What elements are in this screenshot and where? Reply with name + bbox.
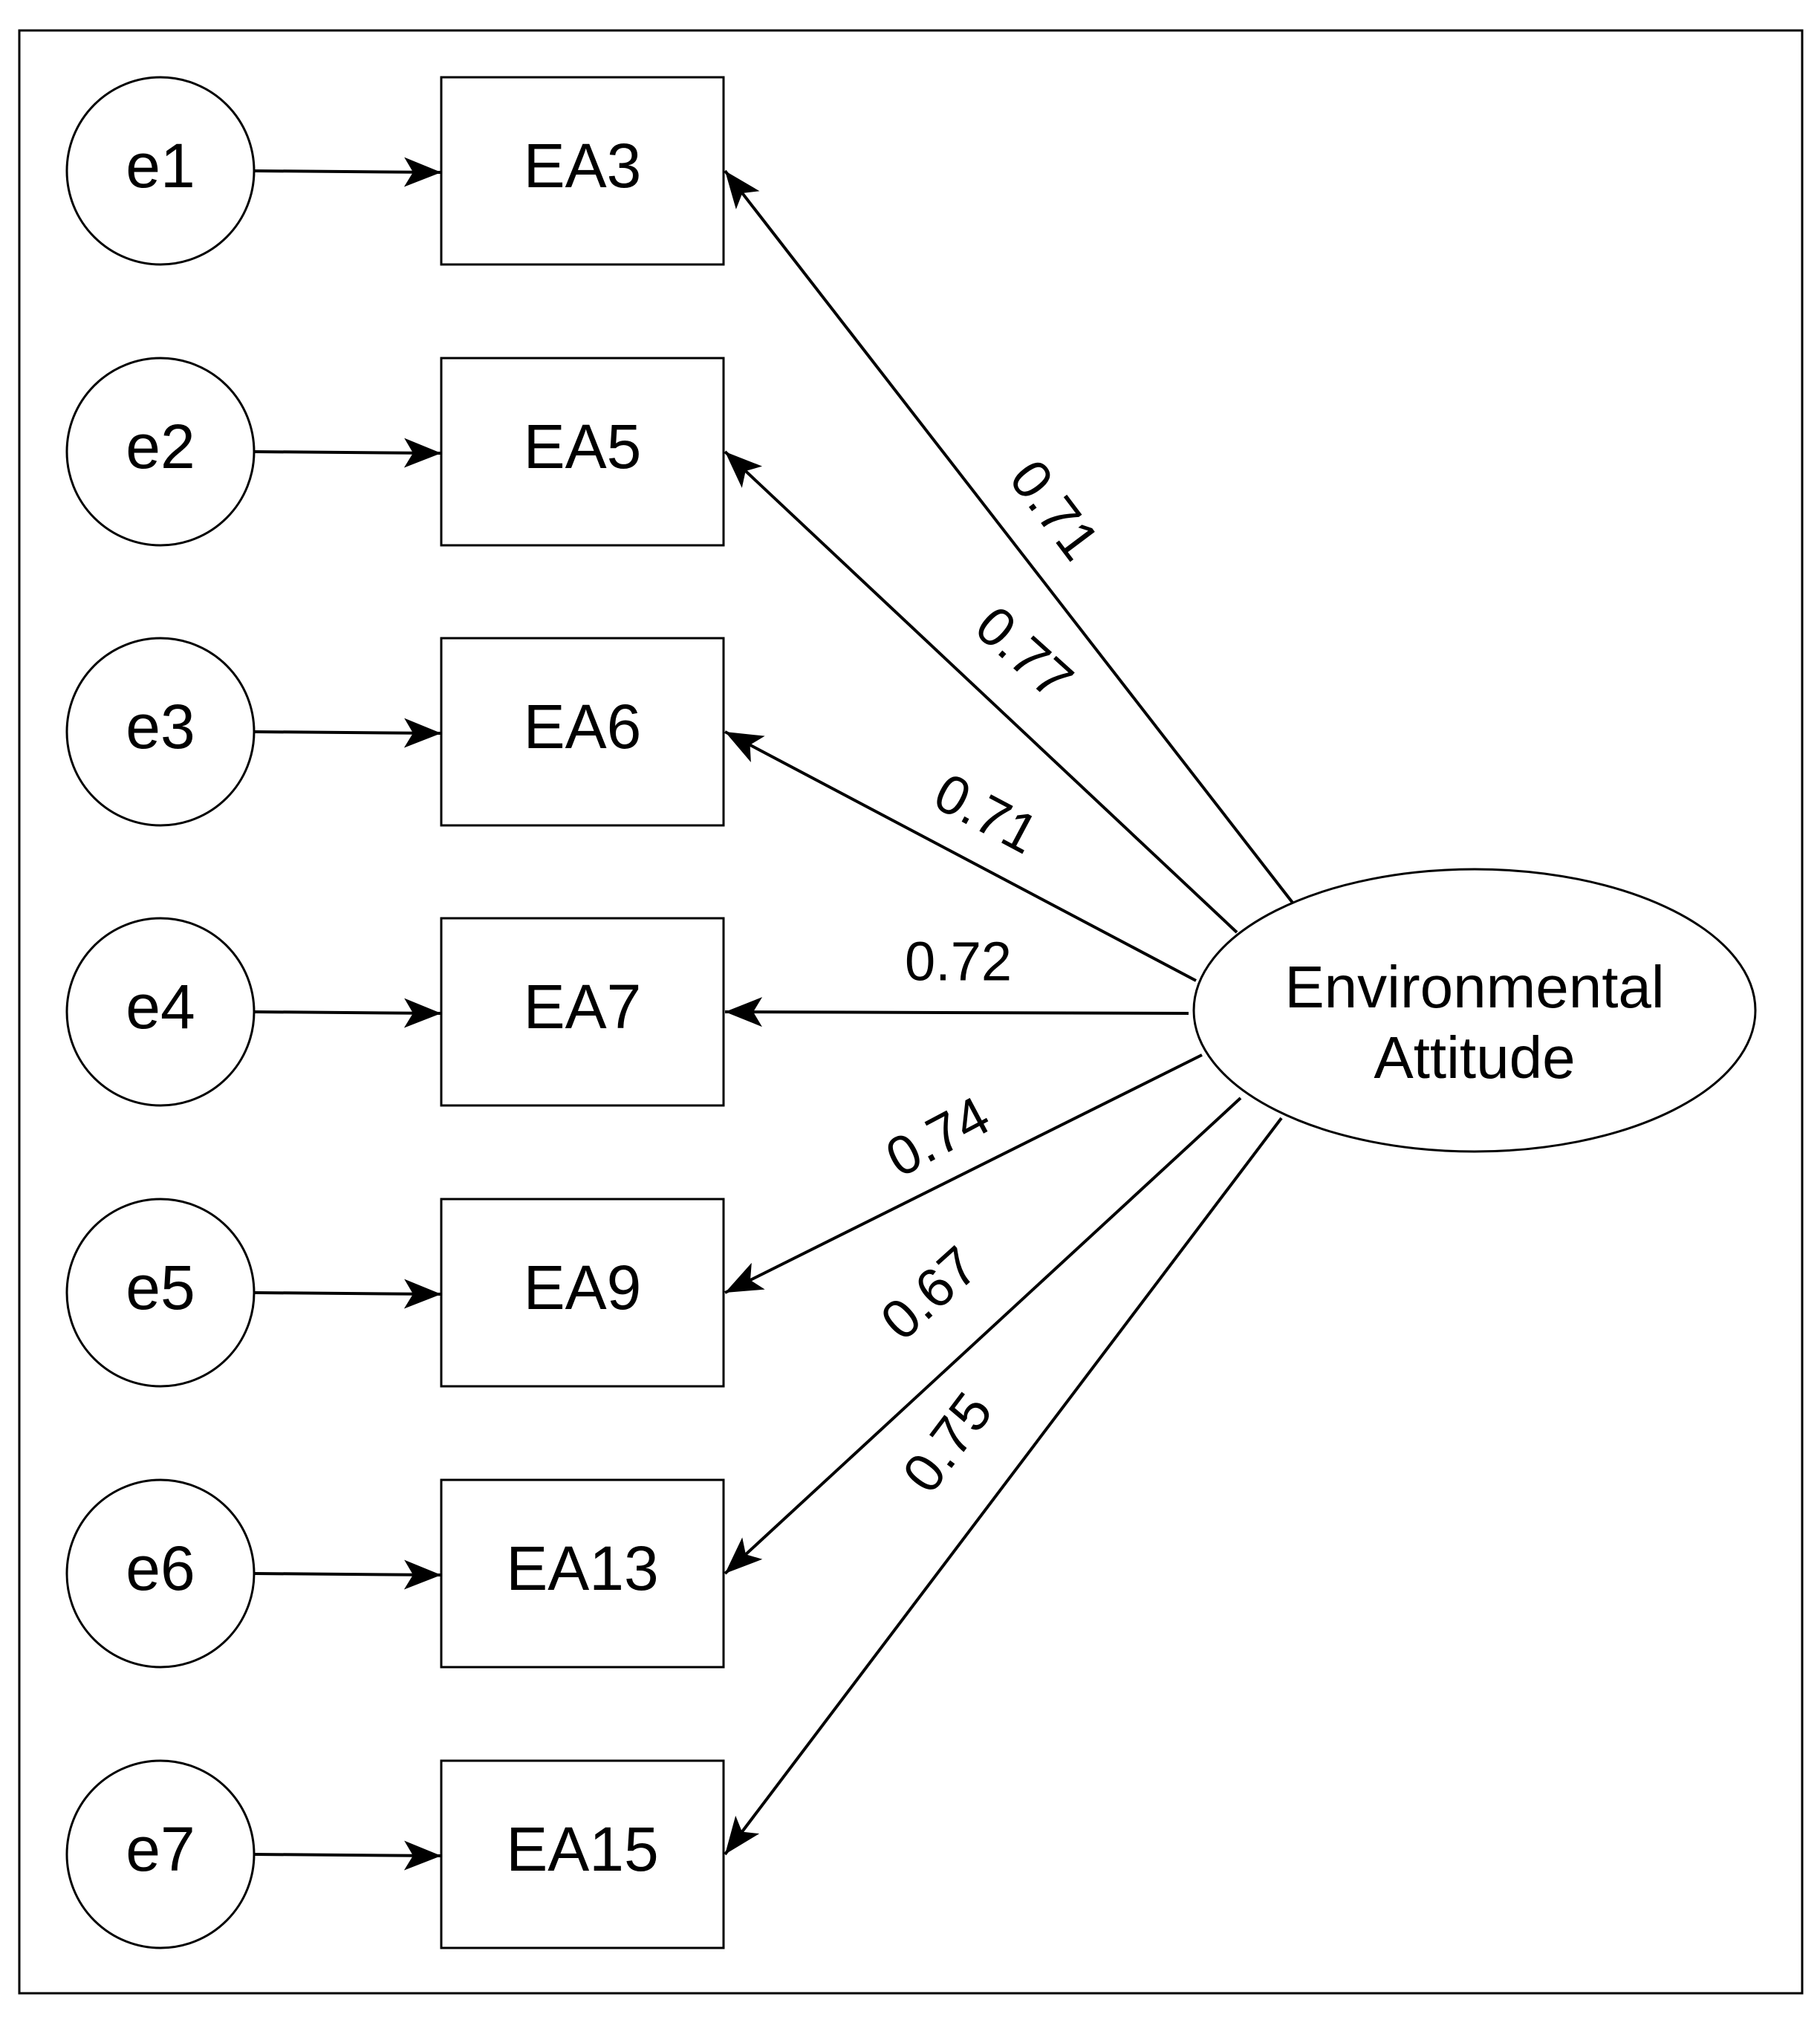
error-label-e5: e5: [126, 1253, 195, 1322]
loading-arrow-ea7: [724, 997, 1189, 1027]
error-node-e7: [65, 1759, 256, 1949]
loading-arrow-ea13: [724, 1097, 1242, 1575]
loading-value-ea6: 0.71: [925, 761, 1048, 866]
error-label-e3: e3: [126, 692, 195, 761]
latent-label-line2: Attitude: [1374, 1024, 1575, 1091]
indicator-label-ea15: EA15: [506, 1814, 659, 1884]
loading-arrow-ea9: [724, 1053, 1203, 1294]
error-arrow-e1: [253, 157, 442, 187]
loading-value-ea7: 0.72: [905, 931, 1012, 993]
error-label-e4: e4: [126, 972, 195, 1042]
loading-value-ea15: 0.75: [891, 1381, 1004, 1504]
error-arrow-e6: [253, 1559, 442, 1590]
error-node-e6: [65, 1478, 256, 1669]
error-label-e2: e2: [126, 412, 195, 481]
indicator-box-ea3: [440, 76, 725, 266]
loading-arrow-ea15: [724, 1117, 1283, 1856]
indicator-box-ea13: [440, 1478, 725, 1669]
error-arrow-e3: [253, 718, 442, 748]
indicator-label-ea7: EA7: [524, 972, 642, 1042]
error-node-e2: [65, 357, 256, 547]
indicator-label-ea3: EA3: [524, 131, 642, 201]
latent-label-line1: Environmental: [1284, 954, 1664, 1020]
error-arrow-e7: [253, 1840, 442, 1871]
error-node-e5: [65, 1198, 256, 1388]
error-label-e1: e1: [126, 131, 195, 201]
indicator-label-ea13: EA13: [506, 1533, 659, 1603]
loading-arrow-ea6: [724, 730, 1197, 982]
indicator-label-ea9: EA9: [524, 1253, 642, 1322]
error-arrow-e5: [253, 1279, 442, 1309]
loading-value-ea9: 0.74: [876, 1084, 999, 1189]
loading-arrow-ea3: [724, 169, 1294, 904]
error-label-e6: e6: [126, 1533, 195, 1603]
error-arrow-e4: [253, 998, 442, 1028]
indicator-box-ea15: [440, 1759, 725, 1949]
loading-value-ea13: 0.67: [869, 1235, 990, 1352]
error-node-e1: [65, 76, 256, 266]
indicator-box-ea9: [440, 1198, 725, 1388]
indicator-box-ea7: [440, 917, 725, 1107]
loading-value-ea3: 0.71: [998, 449, 1111, 571]
error-node-e3: [65, 637, 256, 827]
latent-node: [1192, 868, 1757, 1153]
indicator-box-ea5: [440, 357, 725, 547]
indicator-label-ea5: EA5: [524, 412, 642, 481]
error-label-e7: e7: [126, 1814, 195, 1884]
diagram-frame: [18, 29, 1804, 1995]
indicator-label-ea6: EA6: [524, 692, 642, 761]
loading-arrow-ea5: [724, 450, 1238, 934]
indicator-box-ea6: [440, 637, 725, 827]
error-arrow-e2: [253, 438, 442, 468]
error-node-e4: [65, 917, 256, 1107]
